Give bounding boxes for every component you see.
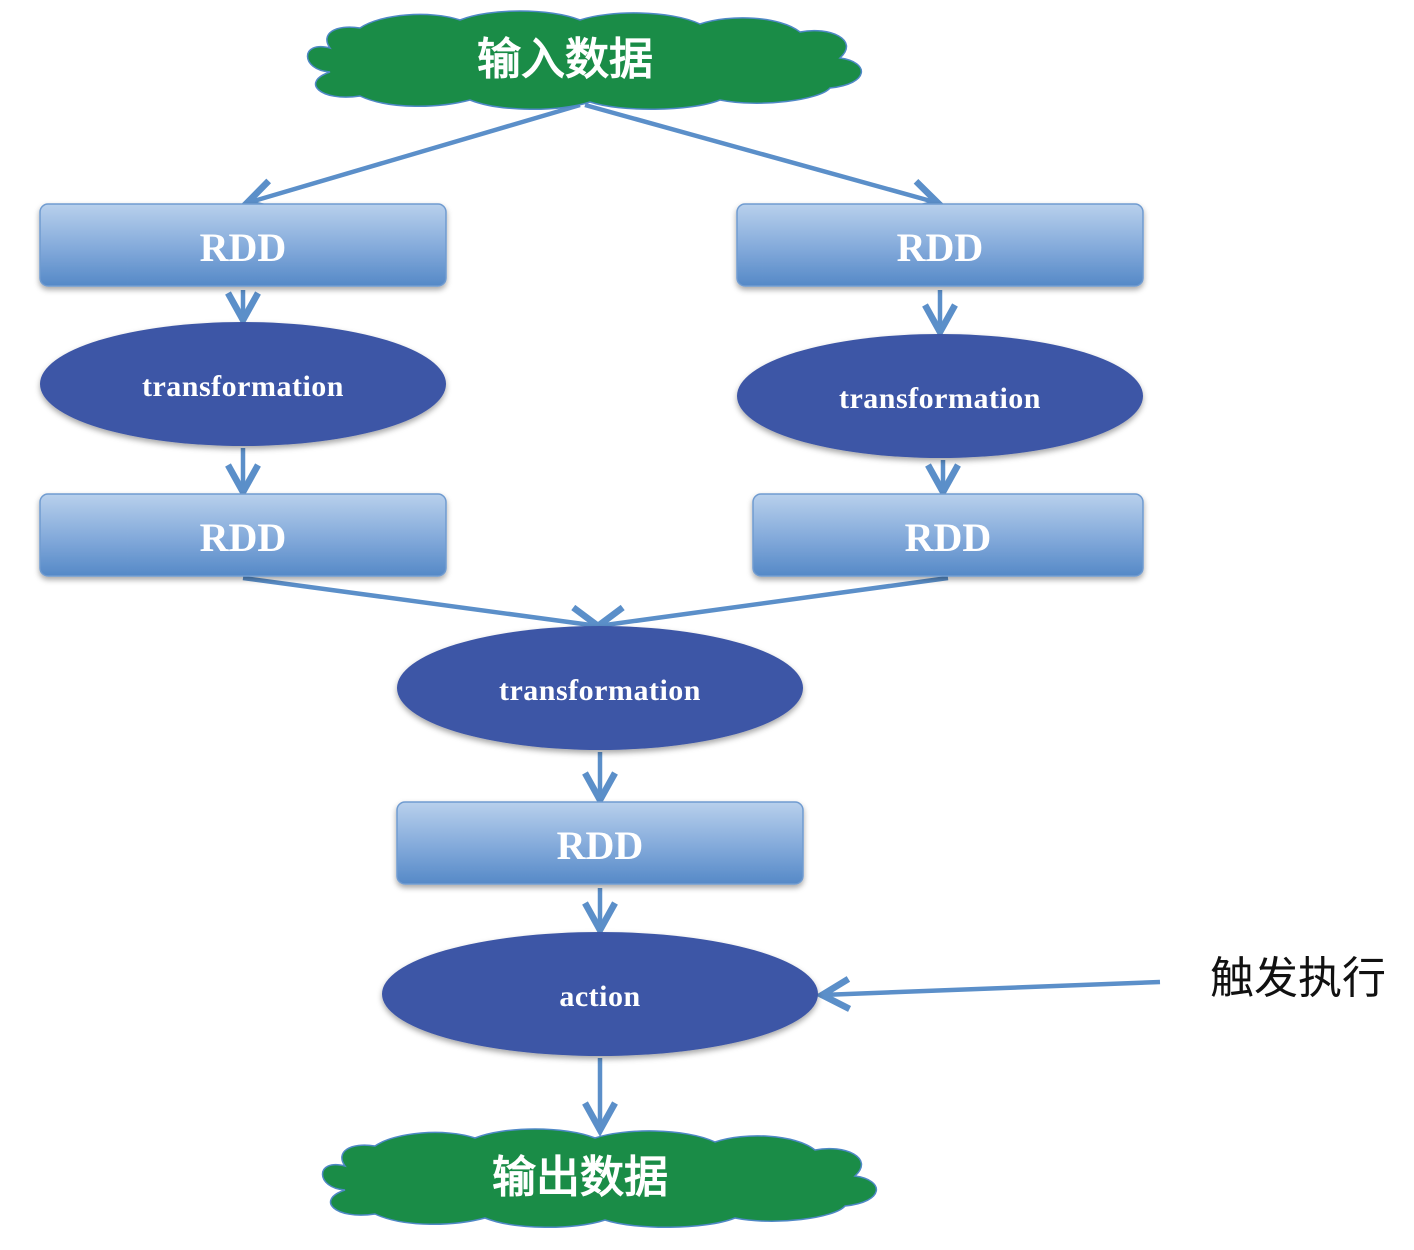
output-data-cloud: 输出数据 (321, 1128, 877, 1228)
action-ellipse: action (382, 932, 818, 1056)
rdd-label: RDD (905, 515, 992, 560)
cloud-shape (306, 10, 862, 110)
arrow-rdd-right-to-merge (598, 575, 949, 626)
trigger-execution-label: 触发执行 (1210, 953, 1386, 1004)
rdd-box-merged: RDD (396, 801, 804, 885)
rdd-box-right-1: RDD (736, 203, 1144, 287)
arrow-input-to-rdd-left (247, 102, 581, 203)
arrow-rdd-left-to-merge (242, 575, 598, 626)
cloud-shape (321, 1128, 877, 1228)
rdd-label: RDD (200, 225, 287, 270)
transformation-ellipse-merge: transformation (397, 626, 803, 750)
input-label: 输入数据 (477, 34, 653, 85)
output-label: 输出数据 (492, 1152, 668, 1203)
transformation-label: transformation (499, 674, 701, 707)
rdd-box-right-2: RDD (752, 493, 1144, 577)
transformation-label: transformation (839, 382, 1041, 415)
rdd-label: RDD (200, 515, 287, 560)
connectors (242, 102, 1161, 1130)
transformation-label: transformation (142, 370, 344, 403)
rdd-box-left-2: RDD (39, 493, 447, 577)
arrow-input-to-rdd-right (584, 102, 938, 203)
rdd-label: RDD (897, 225, 984, 270)
rdd-label: RDD (557, 823, 644, 868)
action-label: action (559, 980, 640, 1013)
transformation-ellipse-left: transformation (40, 322, 446, 446)
arrow-trigger-to-action (822, 982, 1161, 995)
input-data-cloud: 输入数据 (306, 10, 862, 110)
rdd-box-left-1: RDD (39, 203, 447, 287)
transformation-ellipse-right: transformation (737, 334, 1143, 458)
